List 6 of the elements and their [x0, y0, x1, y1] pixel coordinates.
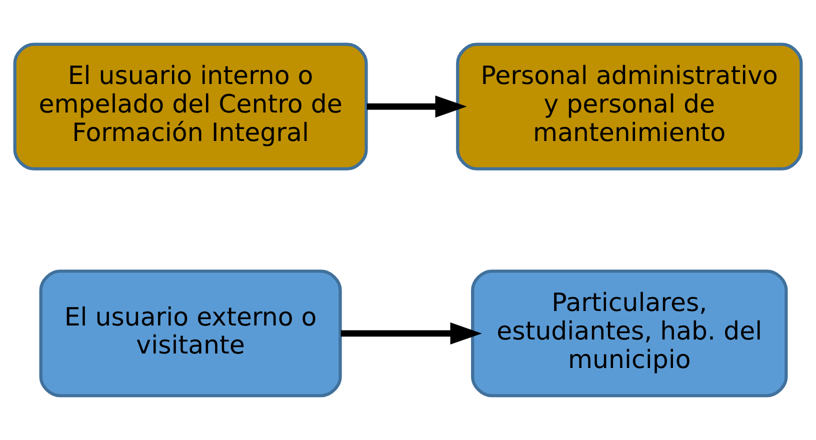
- arrow: [340, 322, 482, 345]
- node-box: El usuario externo o visitante: [39, 270, 342, 398]
- arrow: [366, 95, 467, 118]
- node-box: Particulares, estudiantes, hab. del municipio: [471, 270, 788, 398]
- node-box: Personal administrativo y personal de mantenimiento: [456, 42, 803, 170]
- node-box: El usuario interno o empelado del Centro de Formación Integral: [13, 42, 368, 170]
